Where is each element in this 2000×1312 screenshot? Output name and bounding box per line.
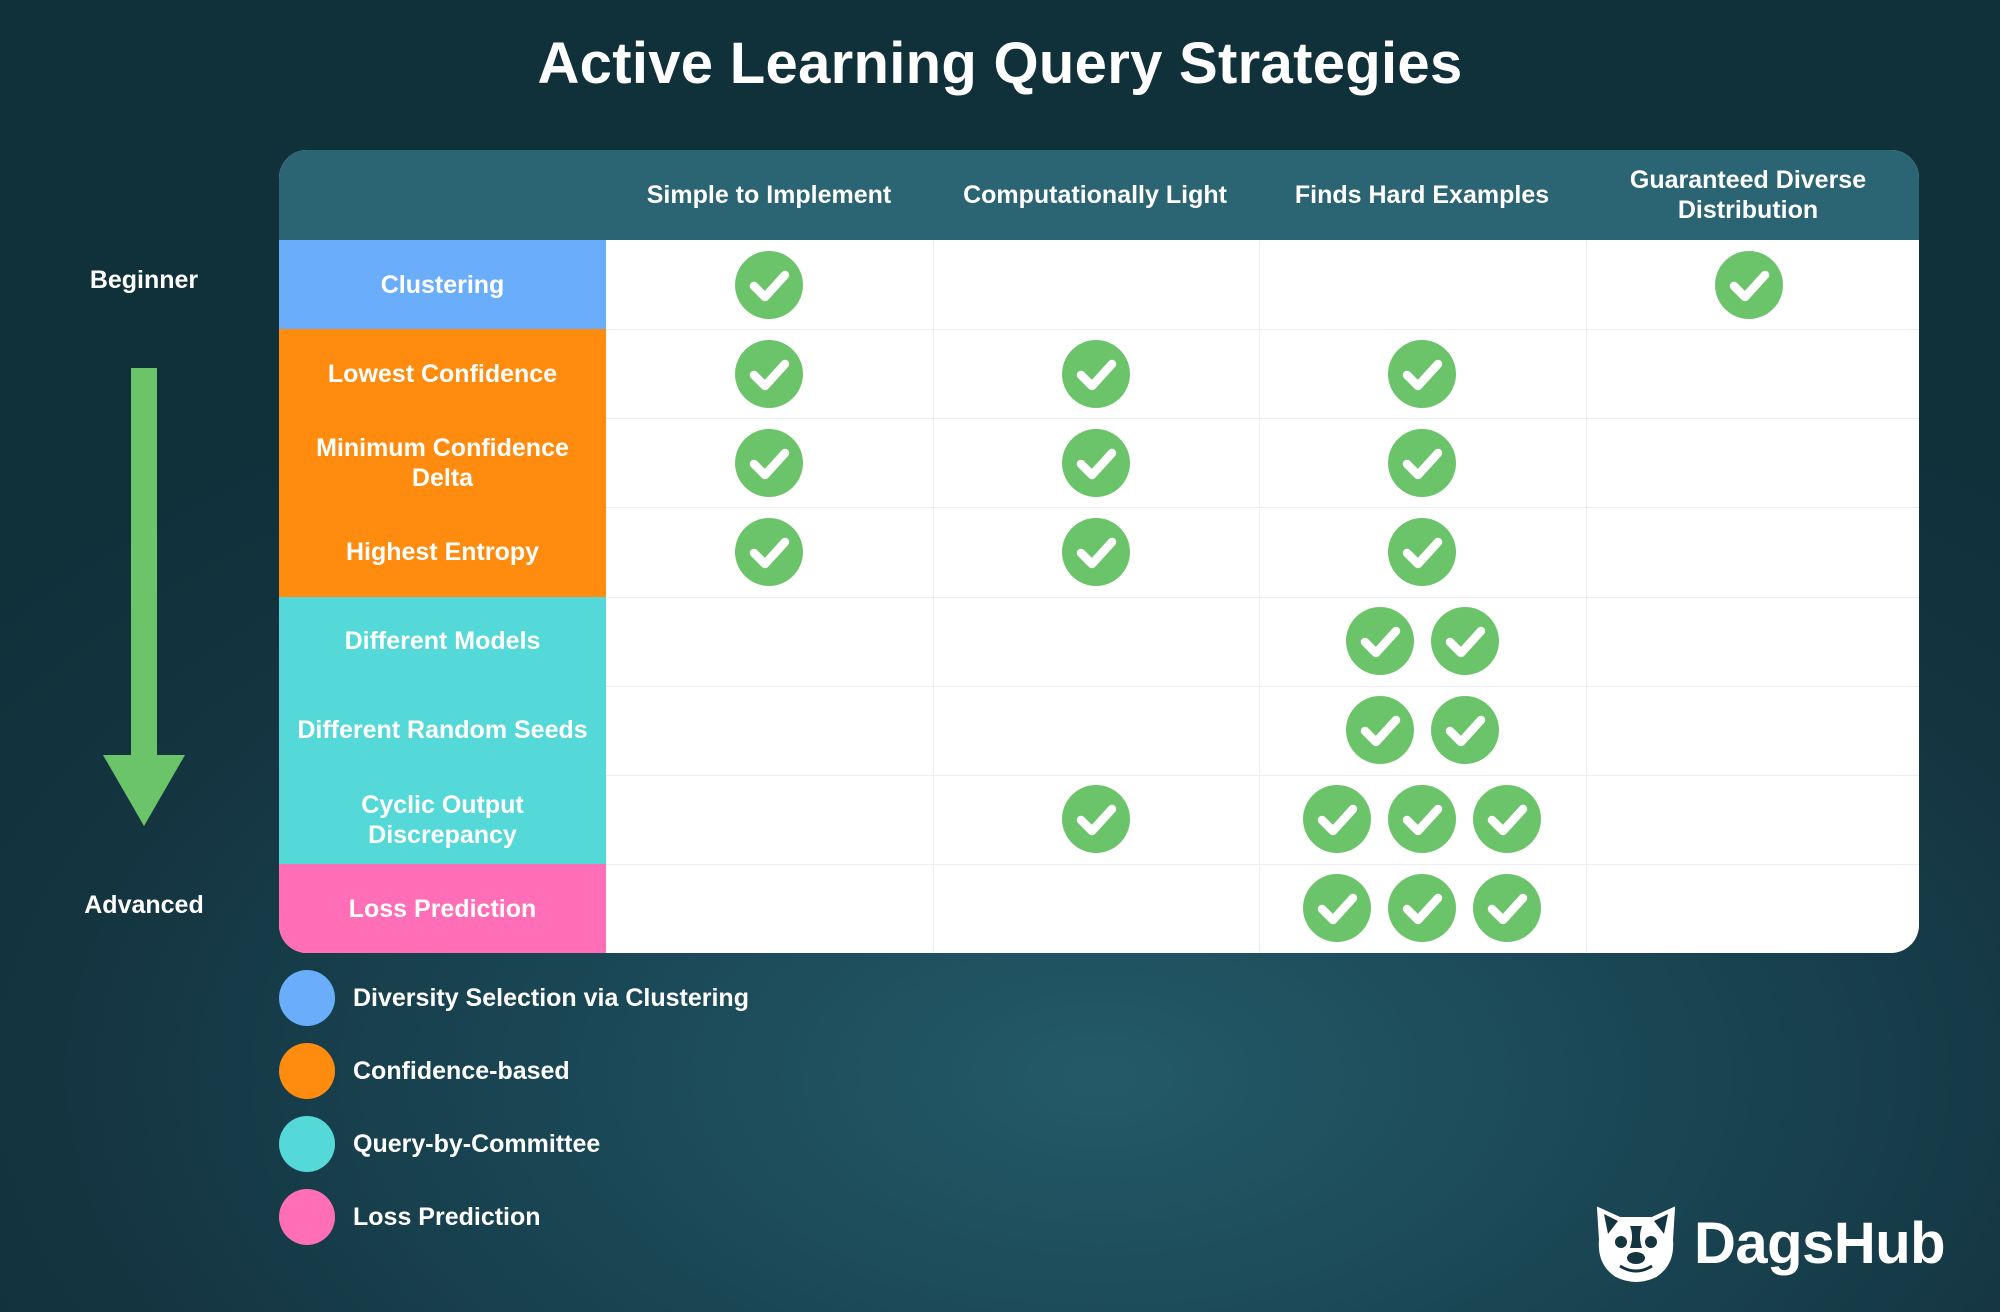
- check-circle-icon: [1061, 339, 1130, 408]
- strategy-matrix: Simple to Implement Computationally Ligh…: [279, 150, 1919, 953]
- check-circle-icon: [1061, 428, 1130, 497]
- check-circle-icon: [1473, 785, 1542, 854]
- legend-label: Confidence-based: [353, 1056, 570, 1085]
- row-label: Clustering: [279, 240, 606, 330]
- check-circle-icon: [1388, 428, 1457, 497]
- check-circle-icon: [1388, 874, 1457, 943]
- check-circle-icon: [1345, 607, 1414, 676]
- row-divider: [606, 863, 1919, 865]
- column-header: Simple to Implement: [646, 181, 892, 209]
- page-title: Active Learning Query Strategies: [537, 31, 1463, 96]
- check-circle-icon: [1430, 696, 1499, 765]
- row-divider: [606, 596, 1919, 598]
- arrow-down-icon: [103, 368, 185, 826]
- legend-item: Loss Prediction: [279, 1188, 541, 1246]
- row-divider: [606, 685, 1919, 687]
- legend-color-dot: [279, 1043, 335, 1099]
- check-circle-icon: [1345, 696, 1414, 765]
- check-circle-icon: [735, 428, 804, 497]
- header-row: Simple to Implement Computationally Ligh…: [279, 150, 1919, 240]
- legend-label: Loss Prediction: [353, 1202, 541, 1231]
- legend-label: Diversity Selection via Clustering: [353, 983, 749, 1012]
- legend-item: Confidence-based: [279, 1042, 570, 1100]
- row-divider: [606, 507, 1919, 509]
- check-circle-icon: [1061, 785, 1130, 854]
- legend-item: Query-by-Committee: [279, 1115, 600, 1173]
- column-divider: [932, 240, 934, 953]
- column-header: Computationally Light: [963, 181, 1227, 209]
- check-circle-icon: [1303, 874, 1372, 943]
- brand-name: DagsHub: [1694, 1210, 1946, 1276]
- check-circle-icon: [1388, 339, 1457, 408]
- dog-face-icon: [1596, 1206, 1676, 1282]
- check-circle-icon: [735, 339, 804, 408]
- row-label: Different Random Seeds: [279, 685, 606, 776]
- check-circle-icon: [1473, 874, 1542, 943]
- column-header: Guaranteed Diverse Distribution: [1629, 166, 1867, 224]
- row-label: Cyclic Output Discrepancy: [279, 774, 606, 865]
- row-label: Lowest Confidence: [279, 329, 606, 419]
- check-circle-icon: [735, 250, 804, 319]
- legend-color-dot: [279, 1116, 335, 1172]
- check-circle-icon: [1430, 607, 1499, 676]
- row-divider: [606, 418, 1919, 420]
- legend-label: Query-by-Committee: [353, 1129, 601, 1158]
- level-beginner-label: Beginner: [89, 266, 199, 294]
- row-label: Loss Prediction: [279, 863, 606, 953]
- column-header: Finds Hard Examples: [1294, 181, 1550, 209]
- brand-logo: DagsHub: [1590, 1202, 1946, 1284]
- legend-item: Diversity Selection via Clustering: [279, 969, 749, 1027]
- column-divider: [1259, 240, 1260, 953]
- check-circle-icon: [735, 517, 804, 586]
- legend-color-dot: [279, 970, 335, 1026]
- row-label: Highest Entropy: [279, 507, 606, 597]
- check-circle-icon: [1388, 785, 1457, 854]
- row-label: Minimum Confidence Delta: [279, 418, 606, 508]
- row-divider: [606, 774, 1919, 776]
- legend-color-dot: [279, 1189, 335, 1245]
- column-divider: [1585, 240, 1587, 953]
- row-divider: [606, 329, 1919, 331]
- check-circle-icon: [1714, 250, 1783, 319]
- level-advanced-label: Advanced: [84, 891, 204, 919]
- check-circle-icon: [1303, 785, 1372, 854]
- row-label: Different Models: [279, 596, 606, 687]
- check-circle-icon: [1388, 517, 1457, 586]
- check-circle-icon: [1061, 517, 1130, 586]
